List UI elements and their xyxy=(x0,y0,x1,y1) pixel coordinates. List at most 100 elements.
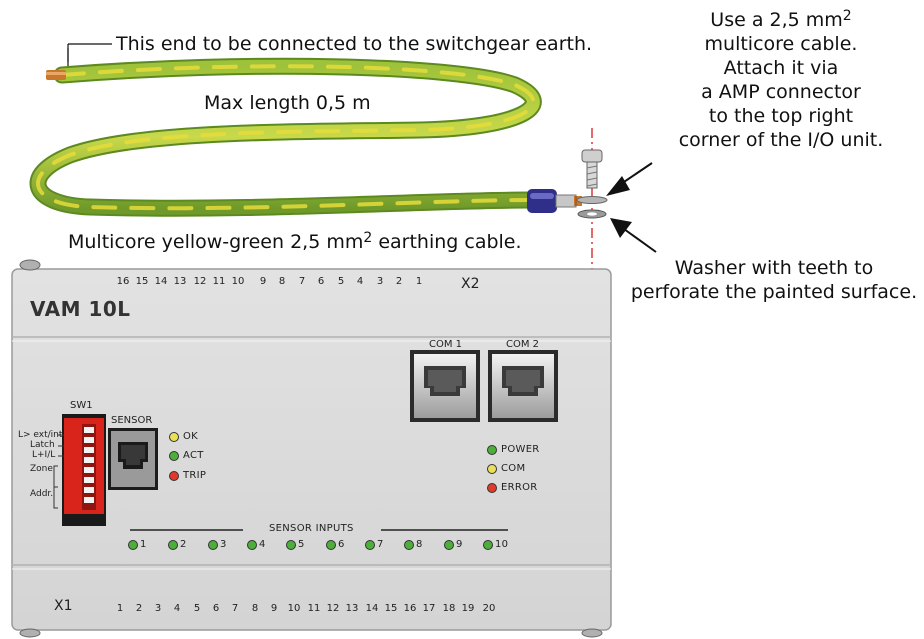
x2-terminal: 7 xyxy=(298,276,306,287)
x1-terminal: 9 xyxy=(270,603,278,614)
ring-terminal xyxy=(576,196,608,204)
sensor-input-number: 3 xyxy=(220,539,227,550)
x1-terminal: 18 xyxy=(442,603,456,614)
led-label-act: ACT xyxy=(183,450,204,461)
sw1-latch-label: Latch xyxy=(30,440,55,450)
x1-terminal: 7 xyxy=(231,603,239,614)
x1-terminal: 3 xyxy=(154,603,162,614)
sensor-input-number: 10 xyxy=(495,539,509,550)
x1-terminal: 2 xyxy=(135,603,143,614)
cable-description-main: Multicore yellow-green 2,5 mm xyxy=(68,231,364,253)
screw-icon xyxy=(581,149,603,189)
x2-terminal: 5 xyxy=(337,276,345,287)
x2-terminal: 13 xyxy=(173,276,187,287)
use-cable-line-2: multicore cable. xyxy=(704,33,858,55)
status-led-power xyxy=(487,445,497,455)
washer-line-1: Washer with teeth to xyxy=(674,257,874,279)
x2-terminal: 12 xyxy=(193,276,207,287)
x2-terminal: 9 xyxy=(259,276,267,287)
com2-port[interactable] xyxy=(488,350,558,422)
max-length-text: Max length 0,5 m xyxy=(204,92,371,114)
x1-terminal: 6 xyxy=(212,603,220,614)
x1-terminal: 8 xyxy=(251,603,259,614)
com1-port[interactable] xyxy=(410,350,480,422)
x1-terminal: 4 xyxy=(173,603,181,614)
x2-terminal: 1 xyxy=(415,276,423,287)
amp-connector xyxy=(527,189,582,213)
sensor-input-number: 8 xyxy=(416,539,423,550)
arrow-to-washer xyxy=(610,218,657,253)
status-led-com xyxy=(487,464,497,474)
x2-terminal: 3 xyxy=(376,276,384,287)
com1-label: COM 1 xyxy=(429,339,463,350)
com2-label: COM 2 xyxy=(506,339,540,350)
washer-note: Washer with teeth to perforate the paint… xyxy=(624,256,924,304)
x1-terminal: 20 xyxy=(482,603,496,614)
arrow-to-corner xyxy=(606,162,653,196)
sw1-ext-int-label: L> ext/int xyxy=(18,430,63,440)
x2-terminal: 2 xyxy=(395,276,403,287)
x2-terminal: 8 xyxy=(278,276,286,287)
use-cable-sup: 2 xyxy=(842,8,852,24)
x2-label: X2 xyxy=(461,276,480,292)
x2-terminal: 11 xyxy=(212,276,226,287)
led-label-ok: OK xyxy=(183,431,199,442)
use-cable-line-6: corner of the I/O unit. xyxy=(678,129,884,151)
earthing-cable xyxy=(29,57,542,217)
x2-terminal: 6 xyxy=(317,276,325,287)
sensor-port-label: SENSOR xyxy=(111,415,153,426)
led-label-power: POWER xyxy=(501,444,540,455)
x1-label: X1 xyxy=(54,598,73,614)
x2-terminal: 16 xyxy=(116,276,130,287)
x1-terminal: 15 xyxy=(384,603,398,614)
x1-terminal: 13 xyxy=(345,603,359,614)
led-label-com: COM xyxy=(501,463,526,474)
x2-terminal: 15 xyxy=(135,276,149,287)
sensor-port[interactable] xyxy=(108,428,158,490)
x2-terminal: 14 xyxy=(154,276,168,287)
sw1-label: SW1 xyxy=(70,400,93,411)
cable-description: Multicore yellow-green 2,5 mm2 earthing … xyxy=(68,230,522,254)
sw1-dip-switch[interactable] xyxy=(62,414,106,526)
use-cable-line-1: Use a 2,5 mm xyxy=(710,9,843,31)
copper-wire-end xyxy=(46,70,66,80)
led-label-error: ERROR xyxy=(501,482,538,493)
x1-terminal: 14 xyxy=(365,603,379,614)
sensor-led-ok xyxy=(169,432,179,442)
cable-description-sup: 2 xyxy=(363,230,373,246)
x1-terminal: 5 xyxy=(193,603,201,614)
sensor-input-number: 7 xyxy=(377,539,384,550)
use-cable-line-5: to the top right xyxy=(708,105,854,127)
use-cable-note: Use a 2,5 mm2 multicore cable. Attach it… xyxy=(650,8,912,152)
status-led-error xyxy=(487,483,497,493)
cable-description-tail: earthing cable. xyxy=(378,231,522,253)
sensor-input-number: 2 xyxy=(180,539,187,550)
sw1-li-label: L+I/L xyxy=(32,450,56,460)
sensor-input-number: 9 xyxy=(456,539,463,550)
led-label-trip: TRIP xyxy=(183,470,207,481)
x1-terminal: 16 xyxy=(403,603,417,614)
use-cable-line-3: Attach it via xyxy=(723,57,839,79)
sensor-input-leds xyxy=(128,540,493,550)
sensor-input-number: 6 xyxy=(338,539,345,550)
x2-terminal: 10 xyxy=(231,276,245,287)
x1-terminal: 11 xyxy=(307,603,321,614)
x2-terminal: 4 xyxy=(356,276,364,287)
washer-line-2: perforate the painted surface. xyxy=(630,281,918,303)
sensor-inputs-label: SENSOR INPUTS xyxy=(269,523,354,534)
x1-terminal: 17 xyxy=(422,603,436,614)
sensor-led-trip xyxy=(169,471,179,481)
sensor-input-number: 1 xyxy=(140,539,147,550)
washer-icon xyxy=(577,209,607,219)
sensor-input-number: 4 xyxy=(259,539,266,550)
sensor-led-act xyxy=(169,451,179,461)
sensor-input-number: 5 xyxy=(298,539,305,550)
switchgear-end-text: This end to be connected to the switchge… xyxy=(116,33,593,55)
sw1-bracket xyxy=(53,465,58,509)
x1-terminal: 12 xyxy=(326,603,340,614)
sw1-ticks xyxy=(58,434,64,457)
mounting-screws xyxy=(19,259,603,638)
x1-terminal: 1 xyxy=(116,603,124,614)
use-cable-line-4: a AMP connector xyxy=(701,81,861,103)
